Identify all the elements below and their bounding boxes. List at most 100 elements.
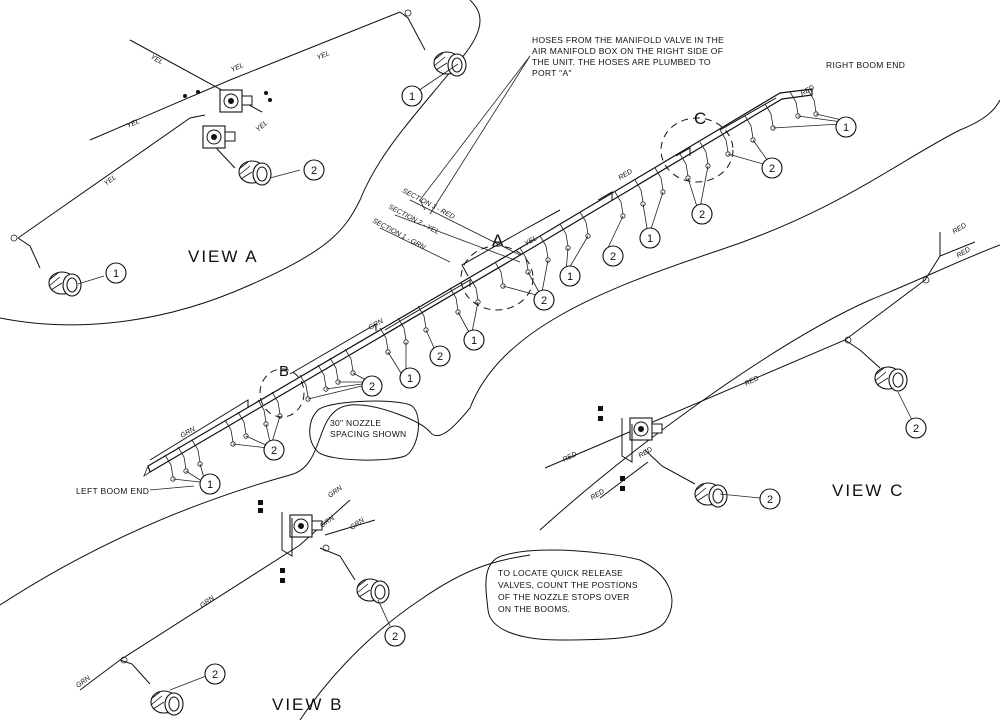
- svg-text:2: 2: [392, 631, 398, 643]
- svg-text:1: 1: [113, 268, 119, 280]
- svg-text:AIR MANIFOLD BOX ON THE RIGHT: AIR MANIFOLD BOX ON THE RIGHT SIDE OF: [532, 46, 723, 56]
- boom-hose-label-red-1: RED: [618, 168, 634, 181]
- view-c-hose-red-1: RED: [952, 222, 968, 235]
- svg-text:2: 2: [212, 669, 218, 681]
- svg-text:2: 2: [699, 209, 705, 221]
- view-b-detail: [79, 499, 391, 716]
- svg-text:2: 2: [769, 163, 775, 175]
- detail-marker-c: C: [694, 109, 706, 128]
- svg-text:1: 1: [207, 479, 213, 491]
- hoses-note-leader: [419, 55, 531, 215]
- svg-text:ON THE BOOMS.: ON THE BOOMS.: [498, 604, 570, 614]
- main-boom: [143, 88, 813, 478]
- view-a-hose-yel-4: YEL: [126, 118, 141, 130]
- svg-text:1: 1: [471, 335, 477, 347]
- callout-2: 2: [263, 439, 285, 461]
- callout-2: 2: [429, 345, 451, 367]
- callout-2: 2: [905, 417, 927, 439]
- svg-text:OF THE NOZZLE STOPS OVER: OF THE NOZZLE STOPS OVER: [498, 592, 630, 602]
- quick-release-valve-icon: [238, 160, 272, 186]
- view-c-hose-red-3: RED: [744, 375, 760, 388]
- callout-2: 2: [204, 663, 226, 685]
- hoses-note: HOSES FROM THE MANIFOLD VALVE IN THE AIR…: [532, 35, 724, 78]
- view-b-hose-grn-4: GRN: [199, 594, 216, 609]
- spacing-bubble: [309, 400, 419, 461]
- svg-text:2: 2: [610, 251, 616, 263]
- view-c-hose-red-4: RED: [562, 451, 578, 464]
- callout-1: 1: [559, 265, 581, 287]
- callout-1: 1: [401, 85, 423, 107]
- spacing-note: 30" NOZZLE SPACING SHOWN: [330, 418, 406, 439]
- detail-marker-a: A: [492, 231, 504, 250]
- view-b-hose-grn-3: GRN: [349, 516, 366, 531]
- svg-text:2: 2: [913, 423, 919, 435]
- callout-2: 2: [759, 488, 781, 510]
- quick-release-valve-icon: [694, 482, 728, 508]
- view-a-detail: [10, 9, 467, 297]
- view-a-hose-yel-3: YEL: [316, 50, 331, 62]
- view-c-detail: [544, 232, 976, 508]
- main-view-border: [0, 99, 1000, 606]
- boom-hose-label-grn-1: GRN: [180, 425, 198, 439]
- svg-text:2: 2: [437, 351, 443, 363]
- view-c-hose-red-6: RED: [638, 446, 654, 459]
- callout-1: 1: [399, 367, 421, 389]
- detail-marker-b: B: [279, 363, 289, 380]
- callout-1: 1: [639, 227, 661, 249]
- view-a-hose-yel-6: YEL: [255, 120, 270, 134]
- svg-text:HOSES FROM THE MANIFOLD VALVE: HOSES FROM THE MANIFOLD VALVE IN THE: [532, 35, 724, 45]
- view-c-border: [539, 244, 1000, 531]
- view-c-callouts: 2 2: [759, 417, 927, 510]
- callout-2: 2: [361, 375, 383, 397]
- quick-release-valve-icon: [433, 51, 467, 77]
- callout-2: 2: [384, 625, 406, 647]
- callout-2: 2: [533, 289, 555, 311]
- view-c-hose-red-5: RED: [590, 488, 606, 501]
- svg-text:2: 2: [541, 295, 547, 307]
- view-b-border: [299, 554, 531, 720]
- left-boom-end-leader: [149, 485, 195, 491]
- callout-2: 2: [602, 245, 624, 267]
- quick-release-note: TO LOCATE QUICK RELEASE VALVES, COUNT TH…: [498, 568, 638, 614]
- right-boom-end-label: RIGHT BOOM END: [826, 60, 905, 70]
- view-b-hose-grn-2: GRN: [319, 514, 336, 529]
- svg-text:1: 1: [843, 122, 849, 134]
- callout-1: 1: [199, 473, 221, 495]
- svg-text:2: 2: [767, 494, 773, 506]
- svg-text:TO LOCATE QUICK RELEASE: TO LOCATE QUICK RELEASE: [498, 568, 623, 578]
- callout-1: 1: [463, 329, 485, 351]
- svg-text:1: 1: [567, 271, 573, 283]
- view-b-hose-grn-1: GRN: [327, 484, 344, 499]
- svg-text:2: 2: [311, 165, 317, 177]
- quick-release-valve-icon: [150, 690, 184, 716]
- svg-text:1: 1: [647, 233, 653, 245]
- svg-text:PORT "A": PORT "A": [532, 68, 572, 78]
- view-a-hose-yel-1: YEL: [149, 54, 164, 67]
- svg-text:VALVES, COUNT THE POSTIONS: VALVES, COUNT THE POSTIONS: [498, 580, 638, 590]
- view-a-hose-yel-5: YEL: [103, 174, 118, 188]
- detail-circles: [259, 117, 734, 418]
- quick-release-valve-icon: [356, 578, 390, 604]
- callout-2: 2: [303, 159, 325, 181]
- svg-text:THE UNIT. THE HOSES ARE PLUMBE: THE UNIT. THE HOSES ARE PLUMBED TO: [532, 57, 711, 67]
- svg-text:2: 2: [271, 445, 277, 457]
- callout-1: 1: [835, 116, 857, 138]
- callout-2: 2: [691, 203, 713, 225]
- view-a-title: VIEW A: [188, 247, 259, 266]
- view-b-title: VIEW B: [272, 695, 344, 714]
- svg-text:1: 1: [409, 91, 415, 103]
- main-callouts: 1 2 2 1 2 1 2 1 2 1 2 2 1: [199, 116, 857, 495]
- quick-release-valve-icon: [874, 366, 908, 392]
- view-a-hose-yel-2: YEL: [230, 62, 245, 74]
- leader-lines: [172, 113, 843, 483]
- callout-1: 1: [105, 262, 127, 284]
- callout-2: 2: [761, 157, 783, 179]
- svg-text:30" NOZZLE: 30" NOZZLE: [330, 418, 381, 428]
- svg-text:2: 2: [369, 381, 375, 393]
- view-a-callouts: 1 2 1: [105, 85, 423, 284]
- quick-release-valve-icon: [48, 271, 82, 297]
- nozzle-drops: [164, 89, 819, 482]
- view-b-callouts: 2 2: [204, 625, 406, 685]
- quick-release-bubble: [485, 549, 673, 641]
